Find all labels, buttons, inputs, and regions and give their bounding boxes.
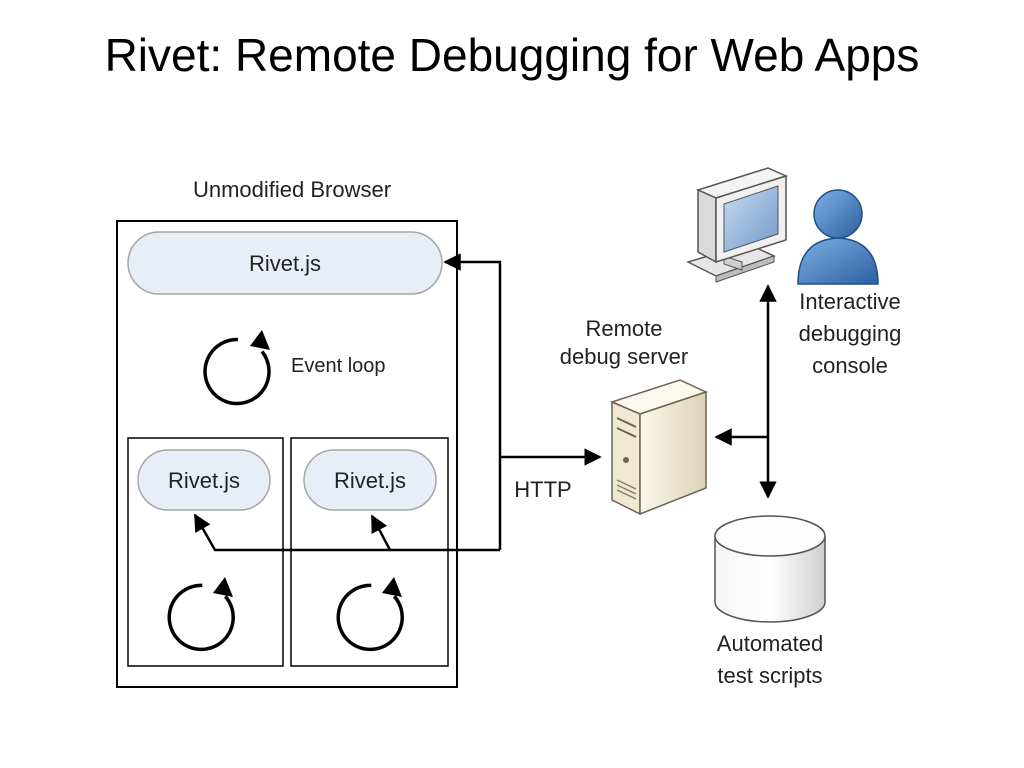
frame-2-rivet-label: Rivet.js: [334, 468, 406, 493]
server-icon: [609, 379, 709, 516]
frame-1-loop-icon: [167, 577, 235, 652]
main-rivet-label: Rivet.js: [249, 251, 321, 276]
frame-1-rivet-pill: [137, 449, 271, 511]
user-icon: [797, 189, 879, 285]
connector-main-agent: [443, 253, 502, 550]
main-rivet-agent: Rivet.js: [127, 231, 443, 295]
frame-2-loop-icon: [336, 577, 404, 652]
connector-frame-2: [370, 514, 392, 551]
connector-frames: [193, 513, 500, 552]
event-loop-label: Event loop: [291, 355, 386, 377]
database-icon: [714, 515, 826, 623]
console-label-line2: debugging: [799, 321, 902, 346]
http-label: HTTP: [514, 477, 571, 502]
monitor-icon: [685, 167, 789, 283]
console-label-line1: Interactive: [799, 289, 901, 314]
server-label-line1: Remote: [585, 316, 662, 341]
tests-label-line1: Automated: [717, 631, 823, 656]
frame-2-rivet-pill: [303, 449, 437, 511]
event-loop-icon: [203, 330, 271, 406]
server-label-line2: debug server: [560, 344, 688, 369]
tests-label-line2: test scripts: [717, 663, 822, 688]
frame-1-rivet-label: Rivet.js: [168, 468, 240, 493]
console-label-line3: console: [812, 353, 888, 378]
frame-1-rivet-agent: Rivet.js: [137, 449, 271, 511]
slide-title: Rivet: Remote Debugging for Web Apps: [104, 29, 920, 81]
main-rivet-pill: [127, 231, 443, 295]
browser-label: Unmodified Browser: [193, 177, 391, 202]
frame-2-rivet-agent: Rivet.js: [303, 449, 437, 511]
